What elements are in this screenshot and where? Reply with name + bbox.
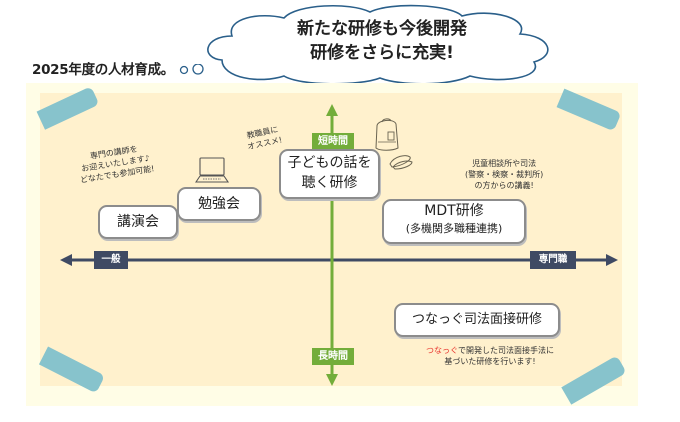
note-text: で開発した司法面接手法に: [458, 346, 555, 355]
item-child-talk-line-2: 聴く研修: [301, 175, 358, 191]
item-tsunagu-training[interactable]: つなっぐ司法面接研修: [394, 303, 560, 337]
tsunagu-note: つなっぐで開発した司法面接手法に 基づいた研修を行います!: [400, 345, 580, 367]
laptop-icon: [194, 157, 230, 183]
note-line: つなっぐで開発した司法面接手法に: [400, 345, 580, 356]
item-study-label: 勉強会: [198, 196, 240, 212]
item-tsunagu-label: つなっぐ司法面接研修: [411, 312, 542, 327]
shoes-icon: [389, 155, 413, 170]
thought-dots-icon: [180, 63, 205, 75]
item-lecture-label: 講演会: [117, 214, 159, 230]
cloud-message: 新たな研修も今後開発 研修をさらに充実!: [262, 17, 502, 65]
horizontal-axis: [60, 254, 618, 266]
note-line: 基づいた研修を行います!: [444, 357, 536, 366]
item-mdt-line-2: (多機関多職種連携): [405, 222, 503, 235]
headline-text: 2025年度の人材育成。: [32, 62, 174, 78]
item-lecture[interactable]: 講演会: [98, 205, 178, 239]
axis-label-general: 一般: [94, 251, 128, 269]
arrow-up-icon: [326, 104, 338, 116]
arrow-down-icon: [326, 374, 338, 386]
cloud-line-1: 新たな研修も今後開発: [297, 19, 467, 39]
mdt-note: 児童相談所や司法 (警察・検察・裁判所) の方からの講義!: [465, 158, 543, 191]
axis-label-short-time: 短時間: [312, 133, 354, 150]
item-mdt-line-1: MDT研修: [424, 203, 484, 219]
cloud-line-2: 研修をさらに充実!: [310, 43, 454, 63]
arrow-right-icon: [606, 254, 618, 266]
tsunagu-highlight: つなっぐ: [425, 346, 459, 355]
item-study-group[interactable]: 勉強会: [177, 187, 261, 221]
school-backpack-icon: [375, 118, 399, 151]
headline: 2025年度の人材育成。: [32, 58, 208, 78]
note-line: (警察・検察・裁判所): [465, 170, 544, 179]
axis-label-specialist: 専門職: [530, 251, 576, 269]
note-line: の方からの講義!: [474, 181, 534, 190]
item-mdt-training[interactable]: MDT研修 (多機関多職種連携): [382, 199, 526, 244]
arrow-left-icon: [60, 254, 72, 266]
item-child-talk-line-1: 子どもの話を: [287, 155, 372, 171]
item-child-talk-training[interactable]: 子どもの話を 聴く研修: [279, 149, 380, 199]
axis-label-long-time: 長時間: [312, 348, 354, 365]
note-line: 児童相談所や司法: [472, 159, 537, 168]
